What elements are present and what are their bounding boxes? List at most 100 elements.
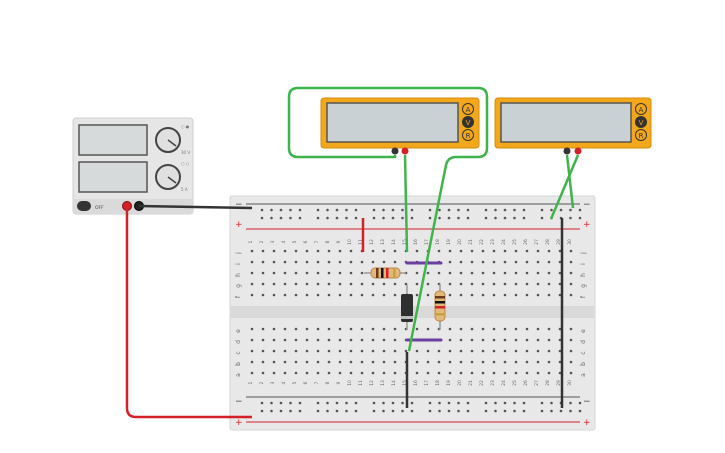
breadboard-hole[interactable] — [260, 409, 264, 413]
breadboard-hole[interactable] — [494, 216, 497, 220]
green-wire-meter2-black-probe[interactable] — [565, 154, 575, 209]
breadboard-hole[interactable] — [250, 282, 254, 286]
breadboard-hole[interactable] — [415, 360, 419, 364]
breadboard-hole[interactable] — [470, 282, 474, 286]
breadboard-hole[interactable] — [393, 338, 397, 342]
breadboard-hole[interactable] — [438, 409, 441, 413]
breadboard-hole[interactable] — [305, 338, 309, 342]
breadboard-hole[interactable] — [569, 293, 573, 297]
resistor-horizontal[interactable] — [364, 267, 406, 279]
breadboard-hole[interactable] — [448, 260, 452, 264]
breadboard-hole[interactable] — [536, 271, 540, 275]
breadboard-hole[interactable] — [481, 338, 485, 342]
breadboard-hole[interactable] — [470, 260, 474, 264]
breadboard-hole[interactable] — [272, 360, 276, 364]
breadboard-hole[interactable] — [569, 360, 573, 364]
breadboard-hole[interactable] — [260, 216, 264, 220]
breadboard-hole[interactable] — [481, 271, 485, 275]
breadboard-hole[interactable] — [569, 338, 573, 342]
breadboard-hole[interactable] — [550, 409, 553, 413]
breadboard-hole[interactable] — [327, 349, 331, 353]
breadboard-hole[interactable] — [327, 249, 331, 253]
breadboard-hole[interactable] — [345, 401, 348, 405]
breadboard-hole[interactable] — [558, 360, 562, 364]
breadboard-hole[interactable] — [547, 282, 551, 286]
breadboard-hole[interactable] — [371, 360, 375, 364]
breadboard-hole[interactable] — [401, 401, 404, 405]
breadboard-hole[interactable] — [316, 360, 320, 364]
breadboard-hole[interactable] — [470, 293, 474, 297]
breadboard-hole[interactable] — [270, 216, 273, 220]
breadboard-hole[interactable] — [459, 338, 463, 342]
breadboard-hole[interactable] — [569, 271, 573, 275]
breadboard-hole[interactable] — [536, 260, 540, 264]
breadboard-hole[interactable] — [503, 216, 507, 220]
breadboard-hole[interactable] — [426, 360, 430, 364]
breadboard-hole[interactable] — [448, 338, 452, 342]
breadboard-hole[interactable] — [335, 216, 339, 220]
breadboard-hole[interactable] — [345, 208, 348, 212]
breadboard-hole[interactable] — [270, 208, 273, 212]
breadboard-hole[interactable] — [294, 371, 298, 375]
breadboard-hole[interactable] — [503, 260, 507, 264]
breadboard-hole[interactable] — [484, 401, 488, 405]
breadboard-hole[interactable] — [349, 293, 353, 297]
breadboard-hole[interactable] — [459, 327, 463, 331]
breadboard-hole[interactable] — [360, 371, 364, 375]
breadboard-hole[interactable] — [470, 371, 474, 375]
breadboard-hole[interactable] — [316, 293, 320, 297]
breadboard-hole[interactable] — [391, 401, 395, 405]
breadboard-hole[interactable] — [438, 208, 441, 212]
breadboard-hole[interactable] — [345, 216, 348, 220]
breadboard-hole[interactable] — [382, 327, 386, 331]
breadboard-hole[interactable] — [525, 271, 529, 275]
breadboard-hole[interactable] — [335, 401, 339, 405]
breadboard-hole[interactable] — [250, 327, 254, 331]
breadboard-hole[interactable] — [426, 293, 430, 297]
breadboard-hole[interactable] — [503, 271, 507, 275]
breadboard-hole[interactable] — [250, 271, 254, 275]
breadboard-hole[interactable] — [261, 338, 265, 342]
breadboard-hole[interactable] — [349, 249, 353, 253]
breadboard-hole[interactable] — [371, 349, 375, 353]
breadboard-hole[interactable] — [382, 293, 386, 297]
breadboard-hole[interactable] — [492, 282, 496, 286]
breadboard-hole[interactable] — [525, 249, 529, 253]
breadboard-hole[interactable] — [525, 360, 529, 364]
breadboard-hole[interactable] — [513, 409, 516, 413]
breadboard-hole[interactable] — [470, 349, 474, 353]
breadboard-hole[interactable] — [294, 349, 298, 353]
breadboard-hole[interactable] — [305, 349, 309, 353]
breadboard-hole[interactable] — [514, 360, 518, 364]
breadboard-hole[interactable] — [349, 327, 353, 331]
breadboard-hole[interactable] — [298, 216, 302, 220]
breadboard-hole[interactable] — [272, 282, 276, 286]
breadboard-hole[interactable] — [401, 409, 404, 413]
breadboard-hole[interactable] — [437, 249, 441, 253]
breadboard-hole[interactable] — [382, 208, 385, 212]
breadboard-hole[interactable] — [481, 371, 485, 375]
breadboard-hole[interactable] — [438, 216, 441, 220]
breadboard-hole[interactable] — [283, 260, 287, 264]
breadboard-hole[interactable] — [382, 360, 386, 364]
breadboard-hole[interactable] — [360, 293, 364, 297]
breadboard-hole[interactable] — [514, 271, 518, 275]
breadboard-hole[interactable] — [382, 249, 386, 253]
breadboard-hole[interactable] — [391, 208, 395, 212]
breadboard-hole[interactable] — [558, 293, 562, 297]
breadboard-hole[interactable] — [569, 371, 573, 375]
breadboard-hole[interactable] — [514, 371, 518, 375]
breadboard-hole[interactable] — [382, 338, 386, 342]
breadboard-hole[interactable] — [294, 260, 298, 264]
breadboard-hole[interactable] — [558, 249, 562, 253]
breadboard-hole[interactable] — [393, 260, 397, 264]
breadboard-hole[interactable] — [503, 208, 507, 212]
breadboard-hole[interactable] — [466, 216, 470, 220]
breadboard-hole[interactable] — [492, 360, 496, 364]
breadboard-hole[interactable] — [525, 282, 529, 286]
breadboard-hole[interactable] — [481, 260, 485, 264]
breadboard-hole[interactable] — [338, 338, 342, 342]
breadboard-hole[interactable] — [261, 260, 265, 264]
breadboard-hole[interactable] — [569, 401, 572, 405]
breadboard-hole[interactable] — [428, 216, 432, 220]
